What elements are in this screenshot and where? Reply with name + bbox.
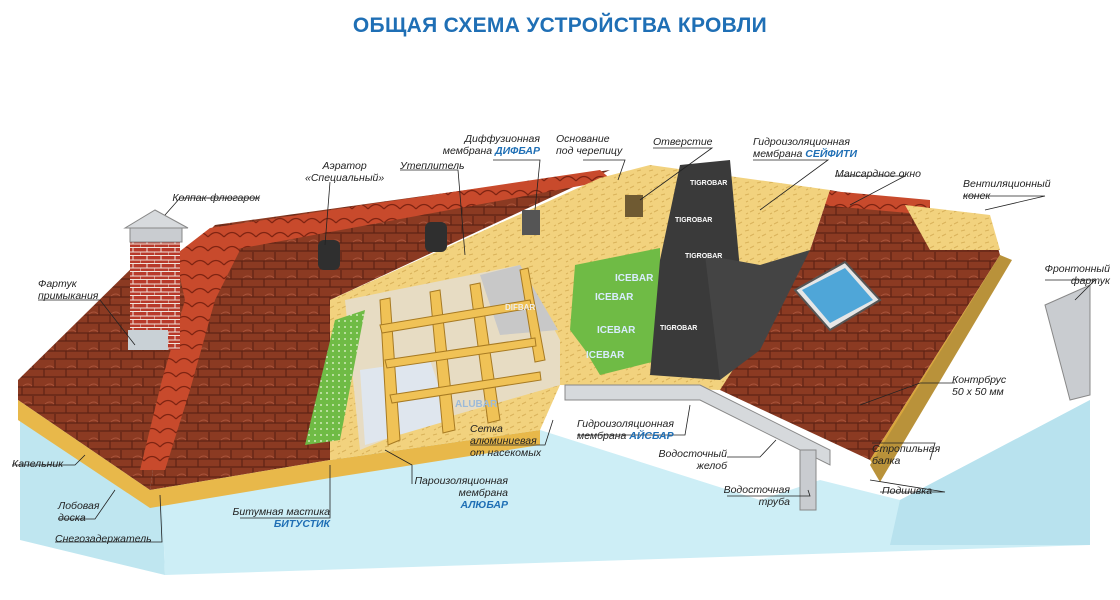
chimney-flashing [128,330,168,350]
label-okno: Мансардное окно [835,168,922,180]
main-slope-tiles [150,170,610,490]
tigrobar-print-2: TIGROBAR [675,217,712,224]
page-title: ОБЩАЯ СХЕМА УСТРОЙСТВА КРОВЛИ [352,14,768,37]
tigrobar-print-3: TIGROBAR [685,253,722,260]
aerator-left [318,240,340,270]
difbar-membrane-sheet [480,265,558,335]
roof-window-glass [802,268,873,323]
right-wall [890,400,1090,545]
label-otverstie: Отверстие [653,136,713,148]
icebar-print-1: ICEBAR [615,273,654,284]
label-aerator: Аэратор«Специальный» [305,160,385,184]
label-podshivka: Подшивка [882,485,933,497]
hip-ridge-tiles [140,228,240,470]
brand-difbar: ДИФБАР [495,145,540,157]
icebar-print-4: ICEBAR [586,350,625,361]
label-snegozaderzhatel: Снегозадержатель [55,533,152,545]
soffit [870,255,1012,482]
green-membrane-left [305,310,365,445]
tigrobar-print-4: TIGROBAR [660,325,697,332]
gable-apron [1044,284,1091,401]
brand-alubar: АЛЮБАР [460,499,509,511]
brand-aisbar: АЙСБАР [629,430,674,442]
chimney-cap-base [129,227,183,243]
icebar-membrane [570,248,660,375]
aerator-grill [522,210,540,235]
alubar-print: ALUBAR [455,399,498,410]
rain-gutter [564,384,831,466]
chimney-cap-hood [123,209,189,229]
osb-upper-right [905,205,1000,250]
tigrobar-print-1: TIGROBAR [690,180,727,187]
brand-seifiti: СЕЙФИТИ [805,148,858,160]
right-slope-tiles [700,190,1000,460]
icebar-print-3: ICEBAR [597,325,636,336]
vent-opening [625,195,643,217]
right-ridge-tiles [820,190,930,215]
left-fascia-board [18,400,150,508]
label-uteplitel: Утеплитель [400,160,465,172]
leader-lines [12,147,1096,543]
label-kapelnik: Капельник [12,458,64,470]
downpipe [799,449,817,511]
difbar-print: DIFBAR [505,303,535,312]
brand-bitustik: БИТУСТИК [273,518,330,530]
icebar-print-2: ICEBAR [595,292,634,303]
alubar-vapor-membrane [360,360,450,445]
front-fascia-board [150,430,540,508]
seifiti-membrane-lower [705,250,810,380]
main-ridge-tiles [210,170,612,250]
aerator-right [425,222,447,252]
label-kolpak: Колпак-флюгарок [172,192,260,204]
rafters-battens [379,267,546,446]
